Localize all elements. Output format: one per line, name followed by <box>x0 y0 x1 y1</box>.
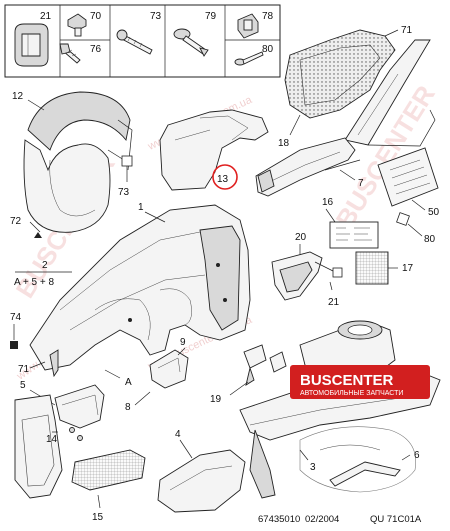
callout-73: 73 <box>150 11 162 22</box>
diagram-footer: 67435010 02/2004 QU 71C01A <box>258 514 422 525</box>
highlight-circle <box>212 164 238 190</box>
bracket-20: 20 21 <box>271 232 343 308</box>
callout-12: 12 <box>12 91 24 102</box>
callout-9: 9 <box>180 337 186 348</box>
callout-13: 13 <box>217 174 229 185</box>
callout-14: 14 <box>46 434 58 445</box>
callout-1: 1 <box>138 202 144 213</box>
wheel-arch-liner-12: 12 73 72 <box>10 91 133 238</box>
callout-70: 70 <box>90 11 102 22</box>
label-plate-50: 50 80 <box>377 147 440 245</box>
lower-panel-4: 4 <box>157 429 246 513</box>
callout-6: 6 <box>414 450 420 461</box>
callout-71b: 71 <box>18 364 30 375</box>
hinge-10-11 <box>324 159 361 171</box>
footer-code: 67435010 <box>258 514 300 525</box>
push-pin-icon <box>173 28 209 57</box>
logo-tagline: АВТОМОБИЛЬНЫЕ ЗАПЧАСТИ <box>300 390 403 397</box>
rod-6: 6 <box>329 450 420 487</box>
callout-16: 16 <box>322 197 334 208</box>
callout-4: 4 <box>175 429 181 440</box>
callout-A: A <box>125 377 132 388</box>
a-pillar <box>344 39 436 147</box>
callout-3: 3 <box>310 462 316 473</box>
callout-20: 20 <box>295 232 307 243</box>
footer-date: 02/2004 <box>305 514 339 525</box>
fastener-box: 21 70 76 73 79 <box>4 4 281 78</box>
callout-19: 19 <box>210 394 222 405</box>
bracket-9: 9 <box>149 337 189 389</box>
callout-78: 78 <box>262 11 274 22</box>
callout-18: 18 <box>278 138 290 149</box>
front-assembly-3: 3 <box>239 320 441 499</box>
callout-73b: 73 <box>118 187 130 198</box>
long-screw-icon <box>116 29 153 55</box>
callout-72: 72 <box>10 216 22 227</box>
callout-21b: 21 <box>328 297 340 308</box>
label-16: 16 <box>322 197 379 249</box>
callout-7: 7 <box>358 178 364 189</box>
formula-text: A + 5 + 8 <box>14 277 54 288</box>
callout-71: 71 <box>401 25 413 36</box>
inner-panel-13: 13 <box>159 109 269 191</box>
callout-80: 80 <box>262 44 274 55</box>
nut-insert-icon <box>237 13 259 39</box>
bolt-icon <box>67 13 87 37</box>
clip-icon <box>14 23 49 67</box>
callout-76: 76 <box>90 44 102 55</box>
callout-74: 74 <box>10 312 22 323</box>
logo-brand: BUSCENTER <box>300 372 394 389</box>
member-7: 7 <box>255 137 364 197</box>
callout-79: 79 <box>205 11 217 22</box>
callout-2: 2 <box>42 260 48 271</box>
label-A-8: A 8 <box>104 369 151 413</box>
callout-15: 15 <box>92 512 104 523</box>
callout-21: 21 <box>40 11 52 22</box>
grille-15: 15 <box>71 449 146 523</box>
callout-17: 17 <box>402 263 414 274</box>
grid-panel-17: 17 <box>355 251 414 285</box>
footer-ref: QU 71C01A <box>370 514 422 525</box>
formula-block: 2 A + 5 + 8 <box>14 260 72 288</box>
upper-structure-18: 71 18 <box>278 25 413 149</box>
lower-left-parts: 74 71 5 14 <box>10 312 105 499</box>
rivet-icon <box>234 51 264 66</box>
callout-8: 8 <box>125 402 131 413</box>
callout-80b: 80 <box>424 234 436 245</box>
callout-5: 5 <box>20 380 26 391</box>
clip-set-19: 19 <box>210 344 287 405</box>
screw-icon <box>59 43 81 64</box>
main-body-structure-1: 1 <box>29 202 251 371</box>
callout-50: 50 <box>428 207 440 218</box>
buscenter-logo: BUSCENTER АВТОМОБИЛЬНЫЕ ЗАПЧАСТИ <box>290 365 430 399</box>
